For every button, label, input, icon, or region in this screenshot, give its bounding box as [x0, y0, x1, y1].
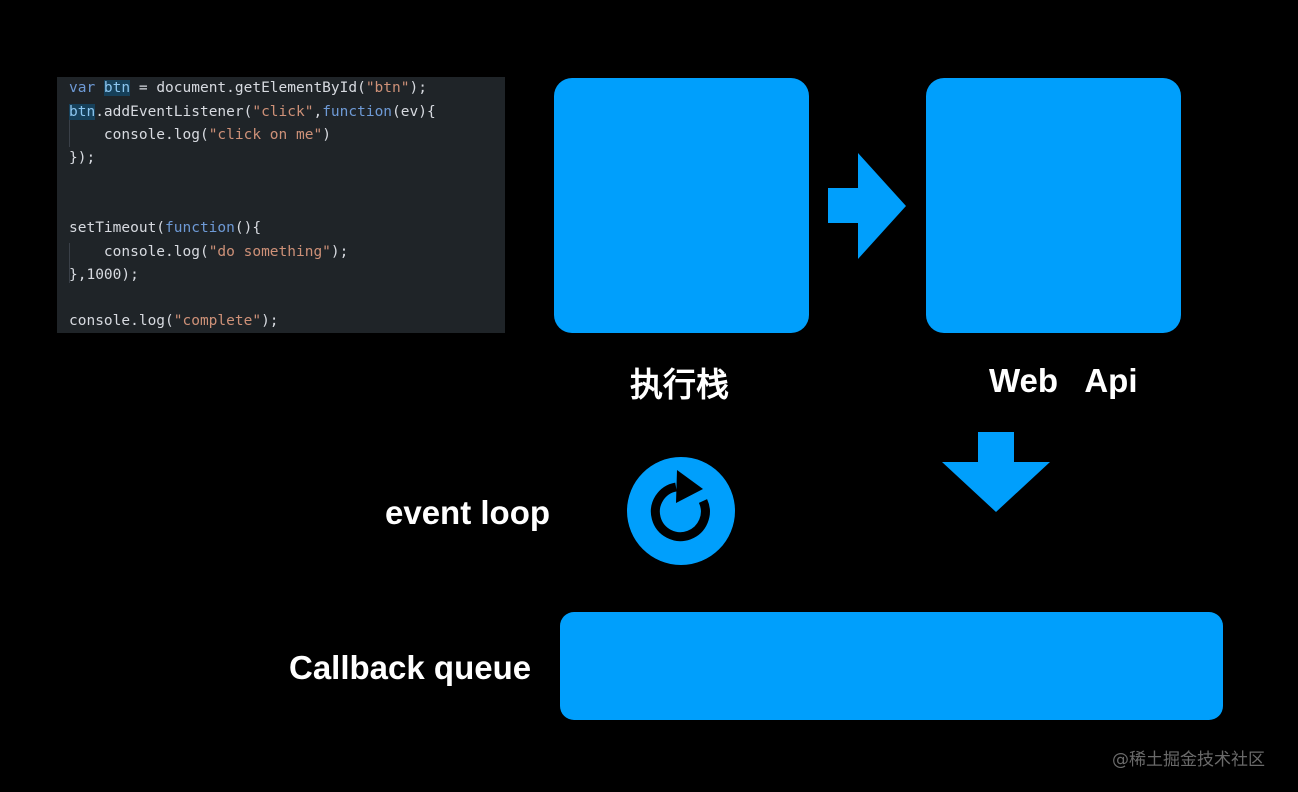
- code-token: = document.getElementById(: [130, 80, 366, 96]
- code-line: btn.addEventListener("click",function(ev…: [69, 101, 436, 123]
- code-token: console.log(: [69, 313, 174, 329]
- code-token: );: [330, 244, 349, 260]
- code-line: console.log("complete");: [69, 310, 279, 332]
- code-token: setTimeout(: [69, 220, 166, 236]
- execution-stack-label: 执行栈: [630, 365, 729, 404]
- callback-queue-label: Callback queue: [289, 649, 532, 686]
- code-token: btn: [69, 104, 96, 120]
- arrow-down-icon: [942, 432, 1050, 512]
- code-line: console.log("click on me"): [69, 124, 331, 146]
- code-token: (ev){: [392, 104, 436, 120]
- code-line: var btn = document.getElementById("btn")…: [69, 77, 427, 99]
- code-token: function: [165, 220, 235, 236]
- event-loop-label: event loop: [385, 494, 551, 531]
- web-api-label: Web Api: [989, 362, 1138, 399]
- web-api-box: [926, 78, 1181, 333]
- code-token: "click on me": [208, 127, 323, 143]
- code-snippet-panel: var btn = document.getElementById("btn")…: [57, 77, 505, 333]
- code-token: btn: [103, 80, 131, 96]
- code-token: function: [322, 104, 393, 120]
- code-token: });: [69, 150, 96, 166]
- code-line: },1000);: [69, 264, 139, 286]
- code-token: );: [409, 80, 427, 96]
- code-token: "click": [252, 104, 314, 120]
- code-token: "complete": [173, 313, 262, 329]
- code-token: console.log(: [69, 127, 209, 143]
- code-line: setTimeout(function(){: [69, 217, 261, 239]
- execution-stack-box: [554, 78, 809, 333]
- indent-guide: [69, 243, 70, 283]
- code-token: (){: [234, 220, 262, 236]
- code-token: ,: [313, 104, 323, 120]
- indent-guide: [69, 107, 70, 147]
- code-token: console.log(: [69, 244, 209, 260]
- code-token: var: [69, 80, 104, 96]
- callback-queue-box: [560, 612, 1223, 720]
- code-line: });: [69, 147, 95, 169]
- code-token: },1000);: [69, 267, 139, 283]
- code-token: .addEventListener(: [95, 104, 253, 120]
- code-token: );: [261, 313, 279, 329]
- code-token: "do something": [208, 244, 331, 260]
- watermark: @稀土掘金技术社区: [1112, 750, 1265, 770]
- code-token: "btn": [365, 80, 410, 96]
- code-token: ): [322, 127, 331, 143]
- code-line: console.log("do something");: [69, 241, 348, 263]
- refresh-loop-icon: [627, 457, 735, 565]
- arrow-right-icon: [828, 153, 906, 259]
